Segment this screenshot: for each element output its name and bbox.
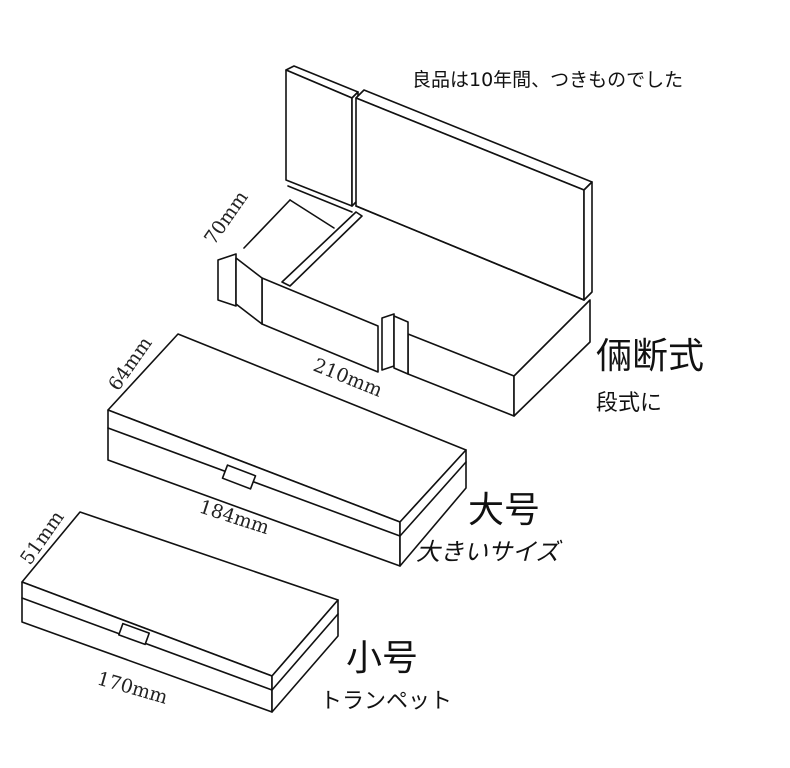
large-box-subtitle: 大きいサイズ — [416, 538, 563, 566]
open-box-title: 倆断式 — [596, 336, 704, 377]
open-box-subtitle: 段式に — [596, 391, 662, 416]
small-box-title: 小号 — [346, 638, 418, 679]
small-box-subtitle: トランペット — [320, 689, 452, 714]
tagline: 良品は10年間、つきものでした — [412, 69, 683, 91]
small-box-length-label: 170mm — [95, 668, 171, 709]
large-box-clasp — [221, 464, 257, 490]
small-box-drawing — [21, 511, 339, 713]
small-box-clasp — [117, 622, 151, 646]
large-box-title: 大号 — [468, 490, 540, 531]
large-box-drawing — [107, 333, 467, 567]
open-box-depth-label: 70mm — [200, 187, 253, 249]
open-box-drawing — [217, 65, 593, 417]
